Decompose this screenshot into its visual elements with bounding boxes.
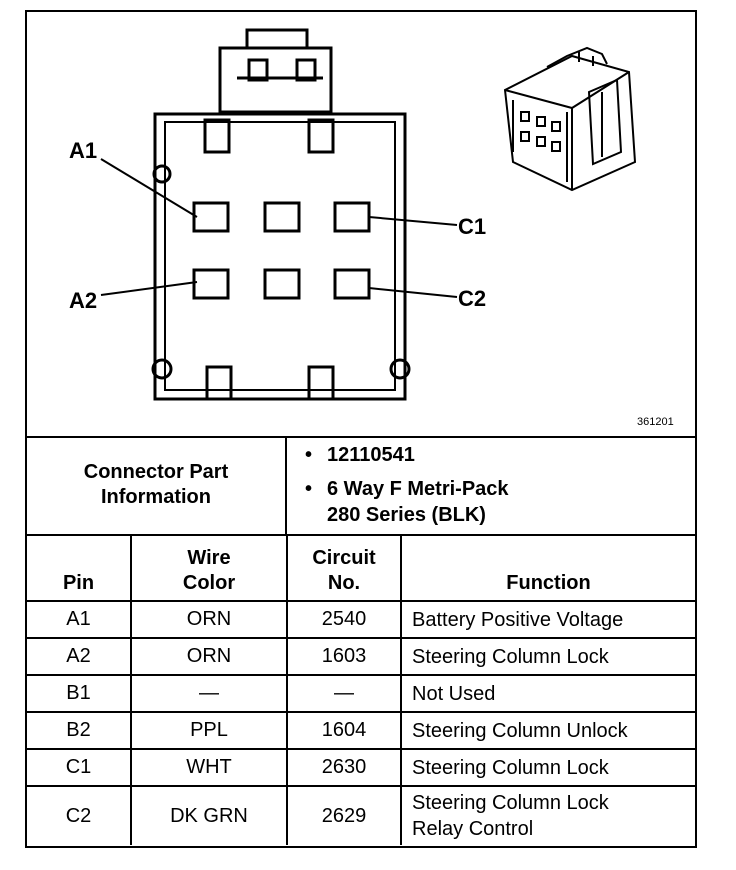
- info-details: • 12110541 • 6 Way F Metri-Pack 280 Series…: [287, 442, 687, 528]
- connector-diagram: A1 A2 C1 C2 361201: [27, 12, 695, 438]
- pin-cell: A1: [27, 600, 132, 639]
- info-heading-line1: Connector Part: [83, 461, 229, 483]
- circuit-cell: 1603: [286, 637, 402, 676]
- table-row: C1 WHT 2630 Steering Column Lock: [27, 748, 695, 787]
- table-row: A2 ORN 1603 Steering Column Lock: [27, 637, 695, 676]
- table-row: B1 — — Not Used: [27, 674, 695, 713]
- function-cell: Steering Column Lock: [400, 748, 695, 787]
- pin-cell: B2: [27, 711, 132, 750]
- label-c1: C1: [458, 214, 486, 239]
- connector-part-information: Connector Part Information • 12110541 • 6 …: [27, 436, 695, 536]
- connector-sheet: A1 A2 C1 C2 361201: [25, 10, 697, 848]
- part-number-item: • 12110541: [287, 442, 687, 468]
- pin-cell: B1: [27, 674, 132, 713]
- part-number: 12110541: [327, 444, 415, 466]
- description-line2: 280 Series (BLK): [327, 504, 486, 526]
- wire-color-cell: ORN: [130, 600, 288, 639]
- function-cell: Steering Column Lock: [400, 637, 695, 676]
- wire-color-cell: PPL: [130, 711, 288, 750]
- info-heading-line2: Information: [101, 486, 211, 508]
- label-a2: A2: [69, 288, 97, 313]
- bullet-icon: •: [305, 478, 313, 500]
- connector-latch: [218, 28, 333, 114]
- circuit-cell: —: [286, 674, 402, 713]
- header-function: Function: [400, 534, 695, 602]
- wire-color-cell: WHT: [130, 748, 288, 787]
- function-line1: Steering Column Lock: [412, 792, 609, 814]
- header-pin: Pin: [27, 534, 132, 602]
- function-cell: Steering Column Unlock: [400, 711, 695, 750]
- label-a1: A1: [69, 138, 97, 163]
- function-cell: Not Used: [400, 674, 695, 713]
- bullet-icon: •: [305, 444, 313, 466]
- label-c2: C2: [458, 286, 486, 311]
- function-cell: Battery Positive Voltage: [400, 600, 695, 639]
- table-row: A1 ORN 2540 Battery Positive Voltage: [27, 600, 695, 639]
- function-line2: Relay Control: [412, 818, 534, 840]
- wire-color-cell: DK GRN: [130, 785, 288, 845]
- connector-3d-view: [503, 46, 637, 192]
- circuit-cell: 1604: [286, 711, 402, 750]
- circuit-cell: 2629: [286, 785, 402, 845]
- description-line1: 6 Way F Metri-Pack: [327, 478, 509, 500]
- wire-color-cell: —: [130, 674, 288, 713]
- pin-cell: C2: [27, 785, 132, 845]
- leader-lines: [100, 158, 458, 298]
- circuit-cell: 2540: [286, 600, 402, 639]
- info-heading: Connector Part Information: [27, 436, 287, 534]
- connector-drawing: A1 A2 C1 C2 361201: [69, 28, 674, 428]
- wire-color-cell: ORN: [130, 637, 288, 676]
- connector-body: [151, 112, 411, 401]
- table-row: B2 PPL 1604 Steering Column Unlock: [27, 711, 695, 750]
- figure-number: 361201: [637, 416, 674, 428]
- description-item: • 6 Way F Metri-Pack 280 Series (BLK): [287, 476, 687, 528]
- pin-cell: C1: [27, 748, 132, 787]
- circuit-cell: 2630: [286, 748, 402, 787]
- pin-cell: A2: [27, 637, 132, 676]
- terminal-cavities: [192, 201, 371, 300]
